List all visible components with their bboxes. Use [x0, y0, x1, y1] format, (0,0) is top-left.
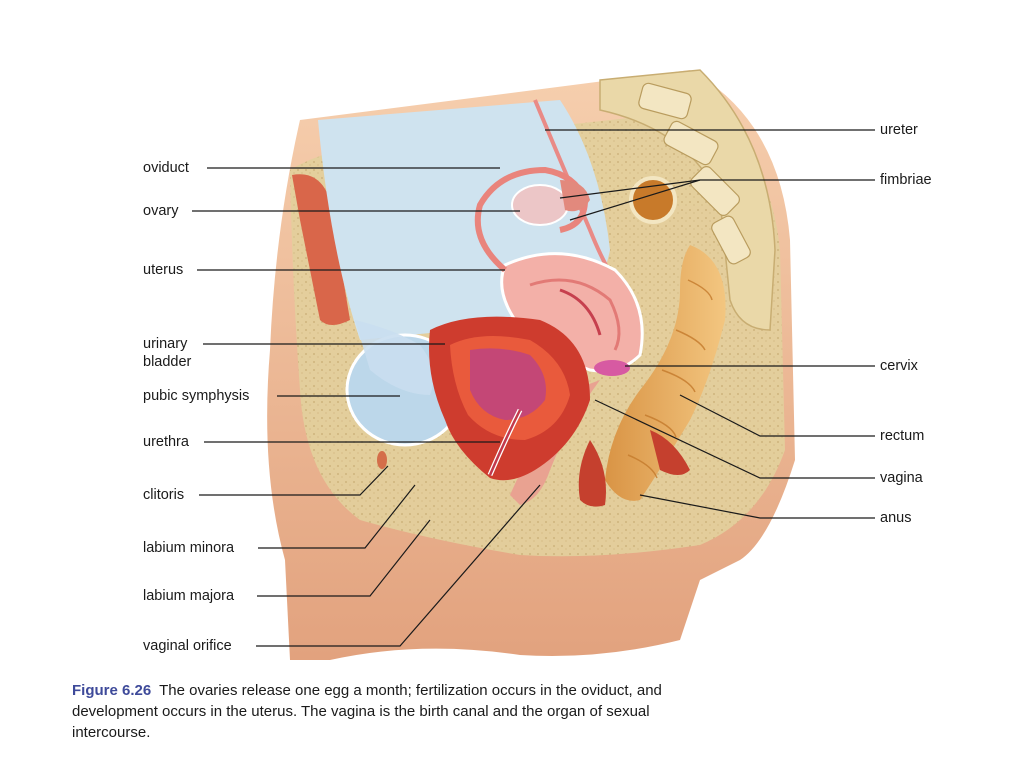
label-uterus: uterus	[143, 262, 184, 278]
label-labium-minora: labium minora	[143, 540, 235, 556]
label-ureter: ureter	[880, 122, 918, 138]
vertebrae	[638, 82, 751, 265]
label-labium-majora: labium majora	[143, 588, 235, 604]
label-vagina: vagina	[880, 470, 923, 486]
label-ovary: ovary	[143, 203, 179, 219]
label-anus: anus	[880, 510, 912, 526]
cervix-shape	[594, 360, 630, 376]
abdominal-muscle	[292, 174, 350, 325]
label-clitoris: clitoris	[143, 487, 185, 503]
leader-lines	[192, 129, 875, 647]
figure-caption: Figure 6.26 The ovaries release one egg …	[72, 680, 692, 743]
label-pubic-symphysis: pubic symphysis	[143, 388, 250, 404]
label-urethra: urethra	[143, 434, 189, 450]
clitoris-shape	[377, 451, 387, 469]
label-cervix: cervix	[880, 358, 918, 374]
sacral-hollow	[629, 176, 677, 224]
oviduct-tube	[474, 166, 589, 273]
label-urinary-bladder: urinary bladder	[143, 336, 192, 370]
label-rectum: rectum	[880, 428, 925, 444]
caption-text: The ovaries release one egg a month; fer…	[72, 682, 662, 741]
label-vaginal-orifice: vaginal orifice	[143, 638, 232, 654]
figure-number: Figure 6.26	[72, 682, 152, 699]
anal-tissue	[578, 440, 606, 507]
label-oviduct: oviduct	[143, 160, 189, 176]
label-fimbriae: fimbriae	[880, 172, 932, 188]
pubic-bone	[355, 320, 434, 395]
ovary-shape	[511, 184, 569, 226]
rectum-shape	[605, 245, 726, 501]
